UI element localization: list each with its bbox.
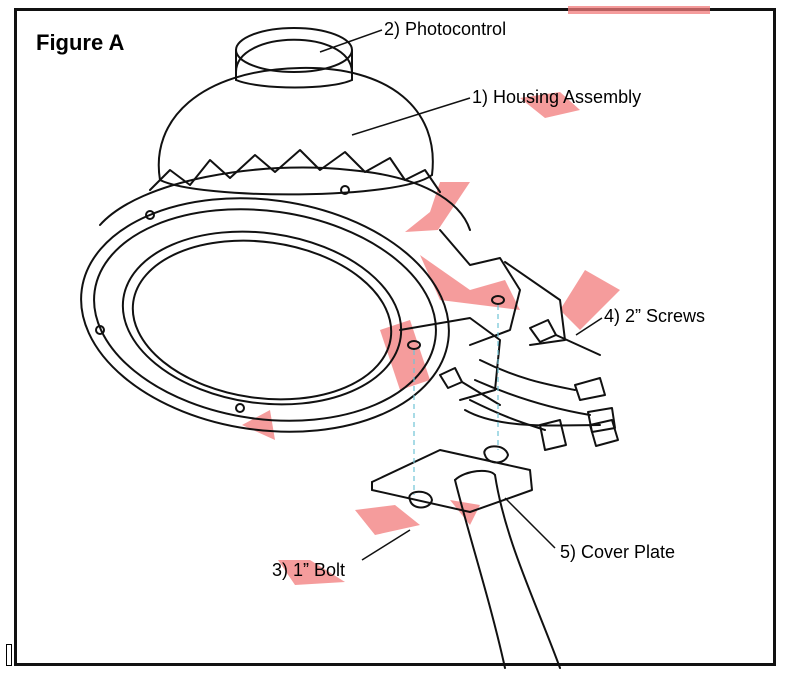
highlight-arrow bbox=[405, 182, 470, 232]
edge-marker bbox=[6, 644, 12, 666]
wiring bbox=[464, 359, 619, 451]
leader-screws bbox=[575, 317, 603, 336]
highlight-arrow bbox=[278, 560, 345, 585]
label-photocontrol: 2) Photocontrol bbox=[384, 19, 507, 39]
mounting-arm bbox=[399, 229, 601, 406]
highlight-arrow bbox=[568, 6, 710, 14]
highlight-arrow bbox=[380, 320, 430, 390]
photocontrol bbox=[235, 27, 353, 89]
highlight-arrow bbox=[560, 270, 620, 330]
alignment-guides bbox=[413, 305, 499, 495]
label-cover-plate: 5) Cover Plate bbox=[560, 542, 676, 562]
housing-assembly bbox=[80, 66, 471, 433]
highlight-arrow bbox=[420, 255, 520, 310]
leader-bolt bbox=[361, 529, 411, 561]
cover-plate bbox=[371, 445, 533, 513]
highlight-arrow bbox=[242, 410, 275, 440]
figure-title: Figure A bbox=[36, 30, 125, 55]
leader-cover-plate bbox=[504, 497, 556, 549]
highlight-arrows bbox=[242, 6, 710, 585]
highlight-arrow bbox=[355, 505, 420, 535]
label-screws: 4) 2” Screws bbox=[604, 306, 706, 326]
highlight-arrow bbox=[520, 92, 580, 118]
flex-conduit bbox=[454, 469, 561, 669]
leader-photocontrol bbox=[319, 29, 383, 53]
leader-housing bbox=[351, 97, 471, 136]
label-bolt: 3) 1” Bolt bbox=[272, 560, 346, 580]
leader-lines bbox=[319, 29, 603, 561]
label-housing-assembly: 1) Housing Assembly bbox=[472, 87, 642, 107]
highlight-arrow bbox=[450, 500, 480, 525]
